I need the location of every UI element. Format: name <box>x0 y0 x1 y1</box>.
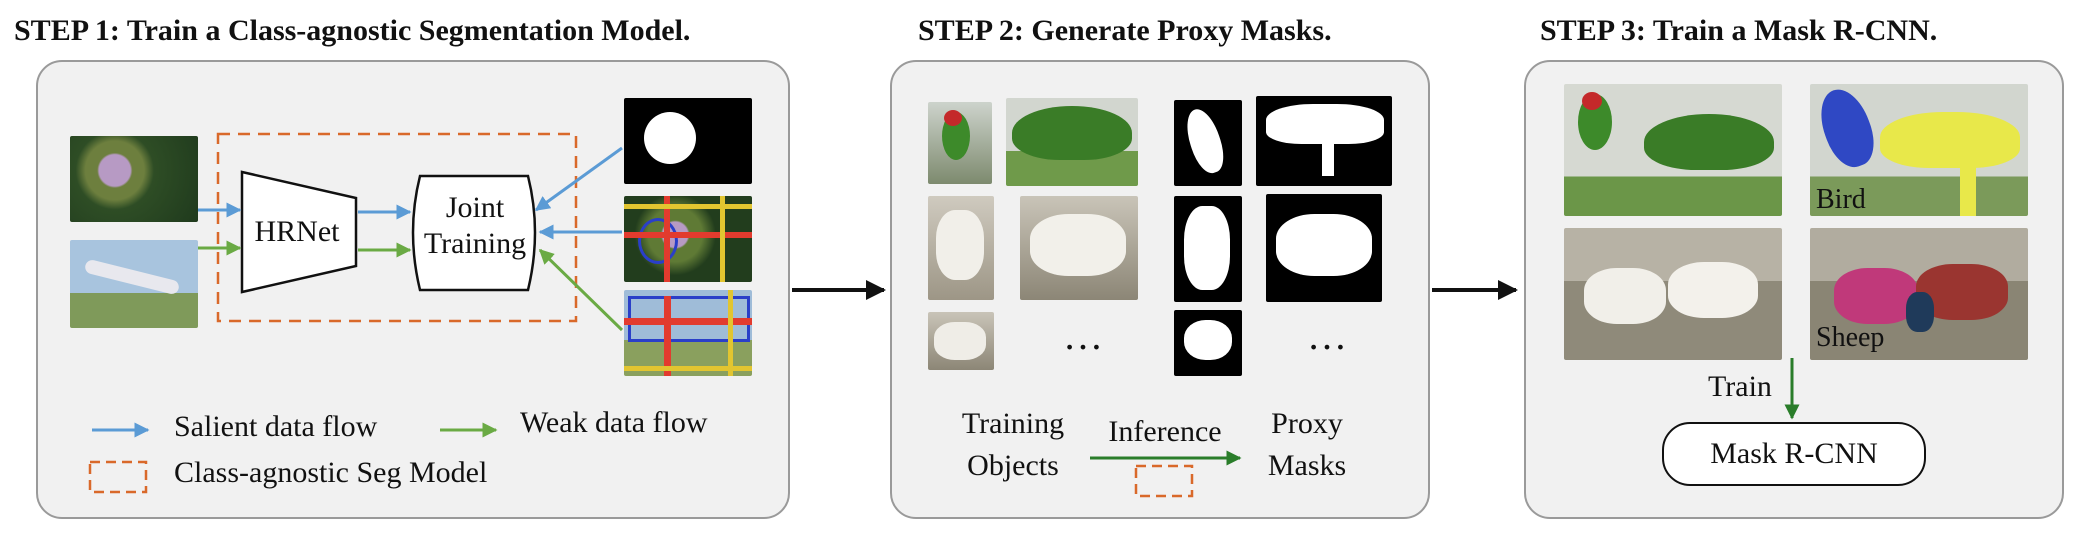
legend-seg-model-label: Class-agnostic Seg Model <box>174 456 488 489</box>
thistle-box-thumb <box>624 196 752 282</box>
joint-training-label-1: Joint <box>445 191 505 224</box>
ellipsis-left: … <box>1063 313 1103 358</box>
training-objects-label-1: Training <box>961 407 1065 440</box>
airplane-photo <box>70 240 198 328</box>
seg-model-box <box>216 132 578 323</box>
sheep-crop-3 <box>928 312 994 370</box>
proxy-masks-label-1: Proxy <box>1271 407 1343 440</box>
thistle-photo <box>70 136 198 222</box>
airplane-box-thumb <box>624 290 752 376</box>
step1-title: STEP 1: Train a Class-agnostic Segmentat… <box>14 14 691 47</box>
train-label: Train <box>1708 370 1772 403</box>
parrot-wings-crop <box>1006 98 1138 186</box>
joint-training-block <box>411 174 537 292</box>
legend-weak-label: Weak data flow <box>520 406 708 439</box>
hrnet-label: HRNet <box>254 215 340 248</box>
step2-title: STEP 2: Generate Proxy Masks. <box>918 14 1332 47</box>
step3-title: STEP 3: Train a Mask R-CNN. <box>1540 14 1938 47</box>
parrot-crop <box>928 102 992 184</box>
hrnet-block <box>240 170 358 294</box>
sheep-mask-3 <box>1174 310 1242 376</box>
bird-label: Bird <box>1816 184 1866 215</box>
proxy-masks-label-2: Masks <box>1267 449 1347 482</box>
joint-training-label-2: Training <box>423 227 527 260</box>
inference-label: Inference <box>1108 415 1222 448</box>
parrot-scene-photo <box>1564 84 1782 216</box>
parrot-mask-large <box>1256 96 1392 186</box>
mask-rcnn-label: Mask R-CNN <box>1710 437 1878 470</box>
legend-salient-label: Salient data flow <box>174 410 378 443</box>
sheep-crop-1 <box>928 196 994 300</box>
sheep-scene-photo <box>1564 228 1782 360</box>
parrot-scene-masked <box>1810 84 2028 216</box>
saliency-mask-thumb <box>624 98 752 184</box>
sheep-scene-masked <box>1810 228 2028 360</box>
mask-rcnn-box: Mask R-CNN <box>1662 422 1926 486</box>
sheep-label: Sheep <box>1816 322 1885 353</box>
parrot-mask-small <box>1174 100 1242 186</box>
sheep-crop-2 <box>1020 196 1138 300</box>
sheep-mask-2 <box>1266 194 1382 302</box>
ellipsis-right: … <box>1307 313 1347 358</box>
training-objects-label-2: Objects <box>967 449 1059 482</box>
sheep-mask-1 <box>1174 196 1242 302</box>
